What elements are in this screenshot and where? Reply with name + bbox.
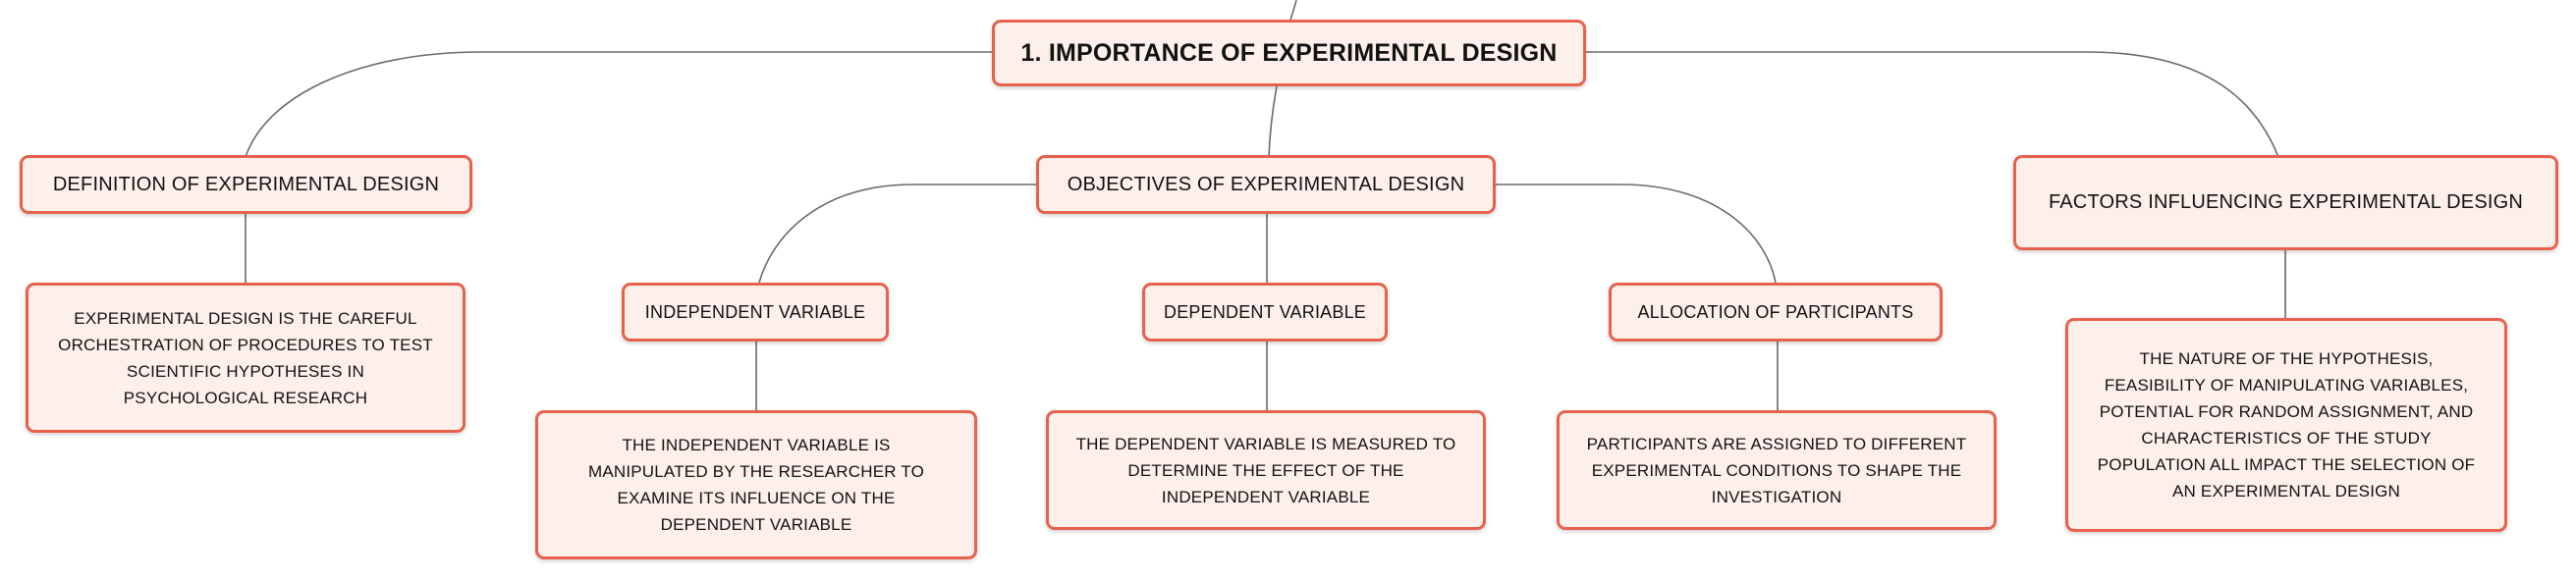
dependent-variable-label: DEPENDENT VARIABLE (1164, 301, 1366, 322)
allocation-of-participants-description-node[interactable]: PARTICIPANTS ARE ASSIGNED TO DIFFERENT E… (1557, 410, 1997, 530)
independent-variable-description-text: THE INDEPENDENT VARIABLE IS MANIPULATED … (587, 436, 925, 534)
definition-node-label: DEFINITION OF EXPERIMENTAL DESIGN (52, 173, 440, 195)
independent-variable-description-node[interactable]: THE INDEPENDENT VARIABLE IS MANIPULATED … (535, 410, 977, 559)
root-node[interactable]: 1. IMPORTANCE OF EXPERIMENTAL DESIGN (992, 20, 1586, 86)
definition-description-text: EXPERIMENTAL DESIGN IS THE CAREFUL ORCHE… (58, 308, 433, 407)
dependent-variable-node[interactable]: DEPENDENT VARIABLE (1142, 283, 1388, 342)
allocation-of-participants-node[interactable]: ALLOCATION OF PARTICIPANTS (1609, 283, 1943, 342)
objectives-node-label: OBJECTIVES OF EXPERIMENTAL DESIGN (1067, 173, 1465, 195)
dependent-variable-description-node[interactable]: THE DEPENDENT VARIABLE IS MEASURED TO DE… (1046, 410, 1486, 530)
connector-root-top (1289, 0, 1297, 21)
factors-description-text: THE NATURE OF THE HYPOTHESIS, FEASIBILIT… (2097, 349, 2476, 501)
objectives-node[interactable]: OBJECTIVES OF EXPERIMENTAL DESIGN (1036, 155, 1496, 214)
independent-variable-node[interactable]: INDEPENDENT VARIABLE (622, 283, 889, 342)
connector-root-definition (245, 51, 992, 158)
root-node-label: 1. IMPORTANCE OF EXPERIMENTAL DESIGN (1020, 38, 1558, 67)
connector-objectives-independent (758, 184, 1036, 284)
independent-variable-label: INDEPENDENT VARIABLE (644, 301, 866, 322)
factors-node[interactable]: FACTORS INFLUENCING EXPERIMENTAL DESIGN (2013, 155, 2558, 250)
connector-objectives-allocation (1496, 184, 1777, 284)
connector-root-factors (1586, 51, 2279, 158)
allocation-of-participants-description-text: PARTICIPANTS ARE ASSIGNED TO DIFFERENT E… (1586, 434, 1967, 506)
definition-node[interactable]: DEFINITION OF EXPERIMENTAL DESIGN (20, 155, 472, 214)
connector-root-objectives (1268, 85, 1278, 158)
factors-description-node[interactable]: THE NATURE OF THE HYPOTHESIS, FEASIBILIT… (2065, 318, 2507, 532)
factors-node-label: FACTORS INFLUENCING EXPERIMENTAL DESIGN (2048, 191, 2524, 213)
definition-description-node[interactable]: EXPERIMENTAL DESIGN IS THE CAREFUL ORCHE… (26, 283, 466, 433)
allocation-of-participants-label: ALLOCATION OF PARTICIPANTS (1637, 301, 1914, 322)
dependent-variable-description-text: THE DEPENDENT VARIABLE IS MEASURED TO DE… (1075, 434, 1456, 506)
